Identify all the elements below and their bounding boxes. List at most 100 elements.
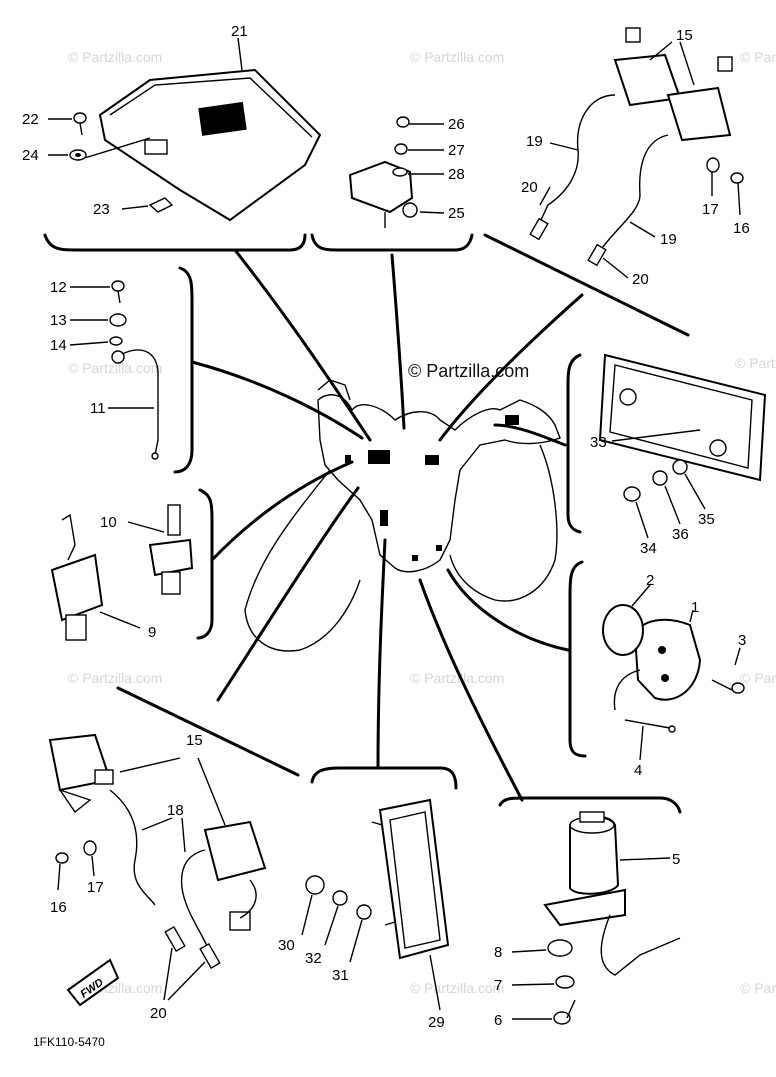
- watermark-repeat: © Partzilla.com: [740, 980, 776, 996]
- screw-12: [70, 280, 125, 304]
- part-label-25: 25: [448, 205, 465, 222]
- part-label-5: 5: [672, 851, 680, 868]
- part-label-36: 36: [672, 526, 689, 543]
- watermark-repeat: © Partzilla.com: [68, 360, 162, 376]
- washer-14: [69, 336, 123, 346]
- washer-7: [511, 975, 575, 989]
- watermark-repeat: © Partzilla.com: [740, 49, 776, 65]
- part-label-14: 14: [50, 337, 67, 354]
- bolt-6: [512, 999, 576, 1025]
- nut-30: [301, 875, 325, 936]
- ignition-coils-top: [529, 27, 733, 267]
- ground-lead-11: [108, 349, 159, 460]
- nut-34: [623, 486, 649, 539]
- cdi-unit-21: [77, 37, 322, 222]
- part-label-31: 31: [332, 967, 349, 984]
- part-label-30: 30: [278, 937, 295, 954]
- part-label-20-mid: 20: [632, 271, 649, 288]
- part-label-16-bottom: 16: [50, 899, 67, 916]
- part-label-12: 12: [50, 279, 67, 296]
- part-label-20-top: 20: [521, 179, 538, 196]
- sensor-1: [613, 609, 702, 711]
- part-label-29: 29: [428, 1014, 445, 1031]
- watermark-repeat: © Partzilla.com: [68, 670, 162, 686]
- part-label-24: 24: [22, 147, 39, 164]
- part-label-26: 26: [448, 116, 465, 133]
- washer-32: [324, 890, 348, 946]
- watermark-repeat: © Partzilla.com: [740, 670, 776, 686]
- part-label-35: 35: [698, 511, 715, 528]
- nut-24: [48, 149, 87, 161]
- part-label-17-bottom: 17: [87, 879, 104, 896]
- washer-31: [349, 904, 372, 963]
- watermark-repeat: © Partzilla.com: [68, 49, 162, 65]
- grommet-8: [511, 939, 573, 957]
- watermark-repeat: © Partzilla.com: [410, 49, 504, 65]
- frame-leaders: [190, 248, 584, 802]
- nut-27: [394, 143, 444, 155]
- part-label-7: 7: [494, 977, 502, 994]
- watermark-repeat: © Partzilla.com: [410, 980, 504, 996]
- leader-20a: [539, 186, 551, 206]
- part-label-22: 22: [22, 111, 39, 128]
- collar-17-top: [706, 157, 720, 196]
- part-label-10: 10: [100, 514, 117, 531]
- part-label-6: 6: [494, 1012, 502, 1029]
- leader-20b: [602, 257, 629, 279]
- screw-22: [48, 112, 87, 136]
- lead-4: [624, 719, 676, 761]
- screw-16-bottom: [55, 852, 69, 891]
- part-label-19-top: 19: [526, 133, 543, 150]
- fuel-sender-5: [543, 811, 681, 976]
- part-label-8: 8: [494, 944, 502, 961]
- reflector-29: [371, 798, 450, 1011]
- part-label-16-top: 16: [733, 220, 750, 237]
- part-label-23: 23: [93, 201, 110, 218]
- part-labels: 21 22 24 23 26 27 28 25 15 19 20 17 16 1…: [22, 23, 750, 1031]
- reflector-33: [598, 353, 767, 482]
- oil-switch-10: [127, 504, 194, 595]
- frame-outline: [244, 379, 561, 652]
- part-label-34: 34: [640, 540, 657, 557]
- leader-19b: [629, 221, 656, 238]
- frame-cdi-mark: [368, 450, 390, 464]
- part-label-17-top: 17: [702, 201, 719, 218]
- part-label-1: 1: [691, 599, 699, 616]
- fwd-arrow: FWD: [66, 958, 120, 1007]
- part-label-4: 4: [634, 762, 642, 779]
- part-label-11: 11: [90, 400, 106, 417]
- part-label-21: 21: [231, 23, 248, 40]
- watermark-repeat: © Partzilla.com: [410, 670, 504, 686]
- part-label-20-bottom: 20: [150, 1005, 167, 1022]
- o-ring-2: [602, 584, 651, 656]
- part-label-15-bottom: 15: [186, 732, 203, 749]
- diagram-code: 1FK110-5470: [33, 1035, 105, 1049]
- screw-26: [396, 116, 444, 128]
- screw-16-top: [730, 172, 744, 216]
- part-label-9: 9: [148, 624, 156, 641]
- watermark-main: © Partzilla.com: [408, 361, 529, 381]
- part-label-28: 28: [448, 166, 465, 183]
- nut-13: [70, 313, 127, 327]
- part-label-15-top: 15: [676, 27, 693, 44]
- clip-23: [121, 197, 174, 213]
- part-label-3: 3: [738, 632, 746, 649]
- part-label-13: 13: [50, 312, 67, 329]
- part-label-27: 27: [448, 142, 465, 159]
- part-label-18: 18: [167, 802, 184, 819]
- part-label-19-mid: 19: [660, 231, 677, 248]
- watermark-repeat: © Partzilla.com: [735, 355, 776, 371]
- part-label-32: 32: [305, 950, 322, 967]
- part-label-2: 2: [646, 572, 654, 589]
- nut-36: [652, 470, 681, 525]
- washer-28: [392, 167, 444, 177]
- neutral-switch-9: [50, 513, 141, 641]
- washer-35: [672, 459, 706, 510]
- ignition-coils-bottom: [48, 733, 267, 1001]
- leader-19a: [549, 142, 579, 151]
- part-label-33: 33: [590, 434, 607, 451]
- group-brackets: [43, 233, 690, 814]
- screw-3: [711, 647, 745, 694]
